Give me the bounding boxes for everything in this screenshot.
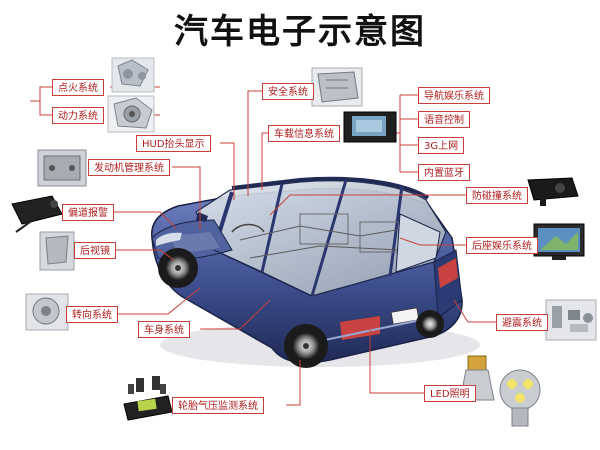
- collision-system-image: [527, 177, 579, 206]
- tpms-image: [123, 376, 173, 421]
- ignition-system-image: [111, 57, 155, 93]
- front-wheel: [158, 248, 198, 288]
- label-power-system: 动力系统: [52, 107, 104, 124]
- label-tpms: 轮胎气压监测系统: [172, 397, 264, 414]
- label-rearview-mirror: 后视镜: [74, 242, 116, 259]
- shock-absorber-image: [545, 299, 597, 341]
- page-title: 汽车电子示意图: [174, 12, 426, 52]
- label-safety-system: 安全系统: [262, 83, 314, 100]
- label-telematics: 车载信息系统: [268, 125, 340, 142]
- rear-wheel: [284, 324, 328, 368]
- safety-system-image: [311, 67, 363, 107]
- led-lighting-image: [459, 355, 541, 427]
- steering-system-image: [25, 293, 69, 331]
- label-navigation: 导航娱乐系统: [418, 87, 490, 104]
- label-3g-internet: 3G上网: [418, 137, 465, 154]
- telematics-image: [343, 111, 397, 143]
- label-shock-system: 避震系统: [496, 314, 548, 331]
- lane-departure-image: [11, 195, 63, 233]
- label-bluetooth: 内置蓝牙: [418, 164, 470, 181]
- label-steering-system: 转向系统: [66, 306, 118, 323]
- label-body-system: 车身系统: [138, 321, 190, 338]
- label-collision-system: 防碰撞系统: [466, 187, 528, 204]
- power-system-image: [107, 95, 155, 133]
- rearview-mirror-image: [39, 231, 75, 271]
- label-hud: HUD抬头显示: [136, 135, 211, 152]
- connector-lines: [30, 86, 496, 406]
- label-voice-control: 语音控制: [418, 111, 470, 128]
- label-led-lighting: LED照明: [424, 385, 476, 402]
- label-rear-entertainment: 后座娱乐系统: [466, 237, 538, 254]
- label-ignition-system: 点火系统: [52, 79, 104, 96]
- label-lane-departure: 偏道报警: [62, 204, 114, 221]
- rear-entertainment-image: [533, 223, 585, 260]
- label-engine-management: 发动机管理系统: [88, 159, 170, 176]
- rear-right-wheel: [416, 310, 444, 338]
- engine-management-image: [37, 149, 87, 187]
